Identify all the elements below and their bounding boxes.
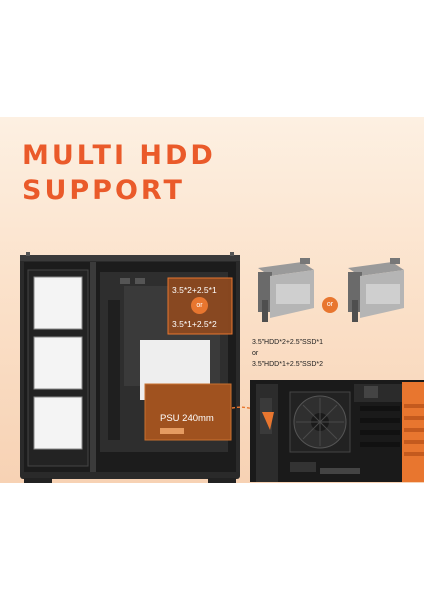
psu-area bbox=[144, 383, 232, 441]
front-fan-1 bbox=[33, 276, 83, 330]
psu-label: PSU 240mm bbox=[160, 413, 214, 424]
interior-closeup bbox=[250, 380, 424, 482]
psu-box bbox=[145, 384, 231, 440]
front-fan-2 bbox=[33, 336, 83, 390]
front-fan-3 bbox=[33, 396, 83, 450]
hdd-cage-1 bbox=[258, 258, 314, 322]
caption-option-b: 3.5”HDD*1+2.5”SSD*2 bbox=[252, 361, 324, 368]
caption-or: or bbox=[252, 350, 259, 357]
cage-or-label: or bbox=[326, 301, 334, 308]
drive-option-b-label: 3.5*1+2.5*2 bbox=[172, 319, 217, 329]
caption-option-a: 3.5”HDD*2+2.5”SSD*1 bbox=[252, 339, 324, 346]
headline-line-2: SUPPORT bbox=[22, 175, 185, 206]
hdd-cage-2 bbox=[348, 258, 404, 322]
headline-line-1: MULTI HDD bbox=[22, 140, 216, 171]
drive-option-a-label: 3.5*2+2.5*1 bbox=[172, 285, 217, 295]
or-badge: or bbox=[191, 297, 208, 314]
or-badge-graphic bbox=[322, 297, 338, 313]
